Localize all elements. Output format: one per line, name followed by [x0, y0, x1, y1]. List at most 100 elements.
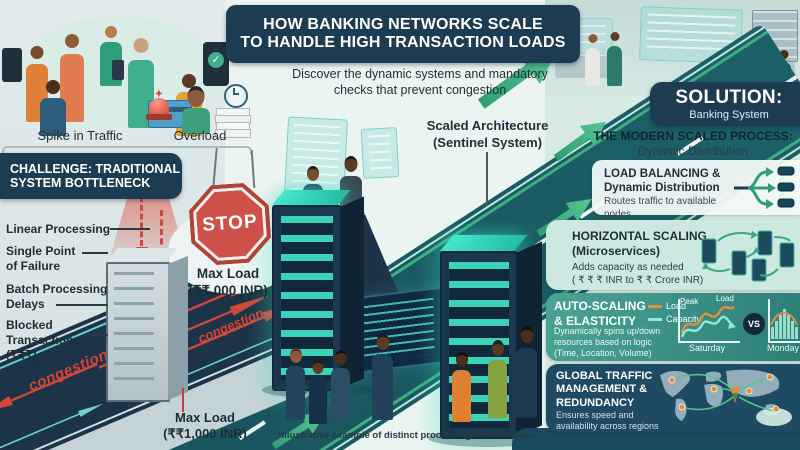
- card1-title-line2: Dynamic Distribution: [604, 182, 720, 195]
- card-load-balancing: LOAD BALANCING & Dynamic Distribution Ro…: [592, 160, 800, 220]
- stop-octagon-icon: STOP: [187, 181, 272, 266]
- team-member-figure: [372, 334, 393, 420]
- branching-arrows-database-icon: [734, 166, 795, 209]
- legend-capacity-swatch: [648, 317, 662, 321]
- solution-subheading: Banking System: [689, 109, 769, 121]
- server-front-face: [106, 262, 170, 402]
- spike-caption: Spike in Traffic: [37, 128, 123, 143]
- smartphone-icon: ✓: [203, 42, 229, 86]
- issue-line: (₹₹₹): [6, 348, 37, 362]
- card3-title-line1: AUTO-SCALING: [554, 299, 646, 313]
- max-load-text: Max Load: [196, 266, 260, 281]
- solution-heading: SOLUTION:: [675, 87, 783, 108]
- issue-line: Delays: [6, 297, 45, 311]
- team-member-figure: [331, 350, 350, 420]
- leader-line: [92, 334, 108, 336]
- legend-capacity-label: Capacity: [666, 314, 702, 324]
- server-cluster-icon: [701, 230, 795, 282]
- issue-batch-delays: Batch Processing Delays: [6, 282, 107, 312]
- max-load-bottom-label: Max Load (₹₹1,000 INR): [130, 410, 280, 441]
- subtitle-line2: checks that prevent congestion: [333, 83, 507, 98]
- challenge-title-box: CHALLENGE: TRADITIONAL SYSTEM BOTTLENECK: [0, 153, 182, 199]
- subtitle-line1: Discover the dynamic systems and mandato…: [292, 67, 548, 81]
- process-subtitle: Dynamic Distribution: [637, 144, 749, 158]
- issue-single-point: Single Point of Failure: [6, 244, 75, 274]
- card-horizontal-scaling: HORIZONTAL SCALING (Microservices) Adds …: [546, 220, 800, 290]
- server-top-face: [106, 248, 178, 262]
- max-load-value: (₹₹,000 INR): [188, 282, 268, 298]
- overloaded-person-figure: [182, 86, 210, 134]
- arch-leader-line: [486, 152, 488, 206]
- card4-title-line1: GLOBAL TRAFFIC: [556, 370, 653, 382]
- max-load-top-label: Max Load (₹₹,000 INR): [162, 266, 294, 300]
- max-load-value: (₹₹1,000 INR): [163, 425, 247, 441]
- card-auto-scaling: AUTO-SCALING & ELASTICITY Load Capacity …: [546, 293, 800, 361]
- legend-load-label: Load: [666, 301, 687, 311]
- server-slats: [114, 272, 154, 392]
- issue-line: Transactions: [6, 333, 81, 347]
- arch-label-line2: (Sentinel System): [432, 134, 543, 150]
- max-load-text: Max Load: [175, 410, 235, 425]
- card3-desc-line1: Dynamically spins up/down: [554, 326, 661, 336]
- issue-line: of Failure: [6, 259, 61, 273]
- server-front-face: [272, 205, 342, 391]
- arch-label-line1: Scaled Architecture: [426, 118, 549, 133]
- process-title-block: THE MODERN SCALED PROCESS: Dynamic Distr…: [586, 129, 800, 159]
- red-dashed-arrow: [160, 210, 163, 254]
- issue-line: Single Point: [6, 244, 76, 258]
- card3-desc-line2: resources based on logic: [554, 336, 652, 347]
- peak-label: Peak: [680, 297, 699, 306]
- card3-title-line2: & ELASTICITY: [554, 313, 637, 328]
- card2-desc-line1: Adds capacity as needed: [572, 262, 684, 273]
- red-dashed-arrow: [140, 196, 143, 246]
- challenge-title-line1: CHALLENGE: TRADITIONAL: [10, 162, 181, 176]
- card3-desc-line3: (Time, Location, Volume): [554, 347, 652, 358]
- max-load-leader-line: [182, 388, 184, 412]
- card2-desc-line2: ( ₹ ₹ ₹ INR to ₹ ₹ Crore INR): [572, 275, 704, 286]
- team-member-figure: [452, 352, 471, 422]
- card3-legend: Load Capacity: [648, 301, 701, 324]
- leader-line: [82, 252, 108, 254]
- code-lines: [368, 134, 392, 172]
- card2-title-line2: (Microservices): [572, 243, 661, 258]
- issue-blocked-transactions: Blocked Transactions (₹₹₹): [6, 318, 80, 363]
- overload-caption: Overload: [173, 128, 227, 143]
- issue-line: Batch Processing: [6, 282, 108, 296]
- issue-linear-processing: Linear Processing: [6, 222, 111, 236]
- card1-desc: Routes traffic to available nodes.: [604, 196, 717, 220]
- team-member-figure: [488, 340, 507, 418]
- leader-line: [110, 228, 150, 230]
- card1-title-line1: LOAD BALANCING &: [604, 168, 721, 180]
- card2-title-line1: HORIZONTAL SCALING: [572, 229, 707, 243]
- team-member-figure: [516, 326, 537, 418]
- card4-desc-line2: availability across regions: [556, 421, 659, 432]
- saturday-chart: Peak Load: [678, 294, 740, 343]
- paper-stack-clock-icon: [214, 84, 252, 138]
- footnote: *Illustrative example of distinct proces…: [277, 430, 537, 441]
- alarm-siren-icon: ✦: [146, 90, 172, 120]
- smartphone-icon: [2, 48, 22, 82]
- subtitle: Discover the dynamic systems and mandato…: [260, 66, 580, 99]
- main-title-box: HOW BANKING NETWORKS SCALE TO HANDLE HIG…: [226, 5, 580, 63]
- checkmark-icon: ✓: [208, 52, 224, 68]
- leader-line: [56, 304, 108, 306]
- footer-bar: [512, 428, 800, 450]
- solution-title-box: SOLUTION: Banking System: [650, 82, 800, 126]
- issue-line: Blocked: [6, 318, 53, 332]
- saturday-label: Saturday: [688, 343, 726, 353]
- card4-title-line2: MANAGEMENT &: [556, 383, 648, 396]
- team-member-figure: [286, 348, 305, 420]
- person-figure: [40, 80, 66, 136]
- load-label: Load: [716, 294, 734, 303]
- person-figure: [607, 32, 622, 86]
- team-member-figure: [309, 360, 327, 424]
- monday-label: Monday: [766, 343, 800, 353]
- overload-illustration: ✦: [140, 78, 252, 138]
- legend-load-swatch: [648, 304, 662, 308]
- world-map-icon: [660, 369, 792, 426]
- card4-title-line3: REDUNDANCY: [556, 396, 635, 409]
- process-title: THE MODERN SCALED PROCESS:: [593, 129, 793, 143]
- person-figure: [585, 34, 600, 86]
- card4-desc-line1: Ensures speed and: [556, 410, 634, 420]
